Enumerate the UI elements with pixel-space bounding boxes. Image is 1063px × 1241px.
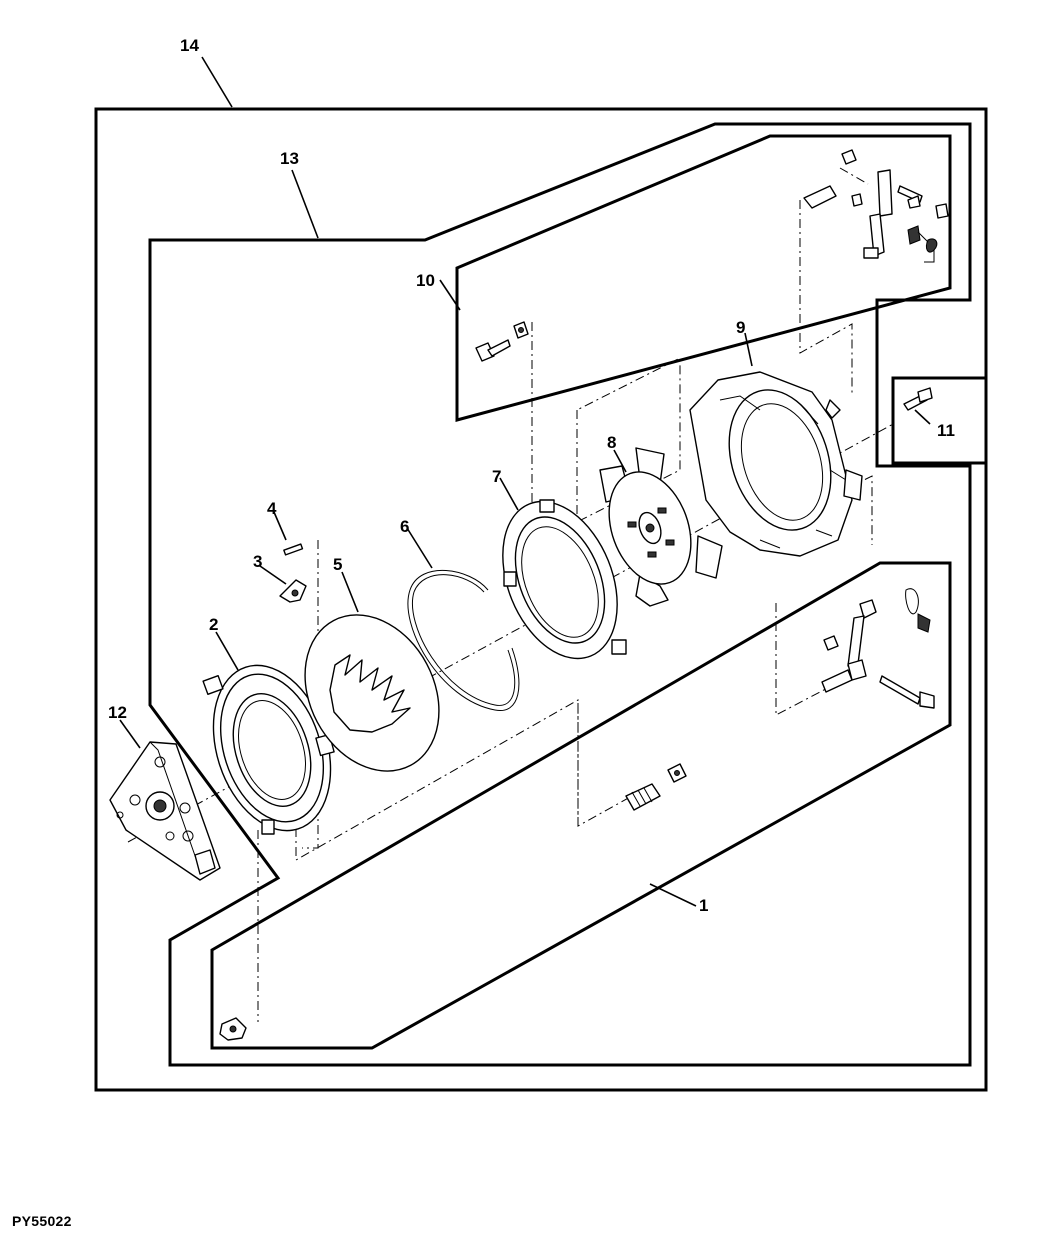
- part-2-brake-ring: [202, 664, 335, 835]
- callout-11: 11: [937, 421, 955, 440]
- part-11-bolt: [903, 387, 933, 411]
- callout-14: 14: [180, 36, 199, 55]
- group-1-bottom-nut: [219, 1017, 247, 1041]
- callout-7: 7: [492, 467, 501, 486]
- callout-9: 9: [736, 318, 745, 337]
- group-boundary-13: [148, 122, 972, 1067]
- leader-lines: [119, 56, 931, 907]
- group-10-linkage: [803, 149, 949, 263]
- group-1-spring-nut: [625, 763, 687, 811]
- callout-2: 2: [209, 615, 218, 634]
- callout-10: 10: [416, 271, 435, 290]
- part-4-pin: [283, 543, 304, 556]
- group-10-fasteners: [475, 321, 529, 362]
- callout-3: 3: [253, 552, 262, 571]
- callout-4: 4: [267, 499, 277, 518]
- group-1-linkage: [821, 588, 935, 709]
- callout-13: 13: [280, 149, 299, 168]
- part-12-mounting-plate: [109, 741, 221, 881]
- part-3-bracket: [279, 579, 307, 603]
- part-9-clutch-housing: [689, 371, 863, 557]
- part-7-pressure-ring: [502, 499, 627, 660]
- part-6-snap-ring: [407, 569, 520, 711]
- part-8-clutch-disc: [599, 447, 723, 607]
- part-5-toothed-plate: [304, 614, 440, 772]
- group-boundary-1: [210, 561, 952, 1050]
- callout-6: 6: [400, 517, 409, 536]
- kit-boundary-14: [94, 107, 988, 1092]
- callout-12: 12: [108, 703, 127, 722]
- group-boundary-11: [891, 376, 988, 465]
- group-boundary-10: [455, 134, 952, 422]
- callout-5: 5: [333, 555, 342, 574]
- callout-8: 8: [607, 433, 616, 452]
- callout-1: 1: [699, 896, 708, 915]
- figure-id: PY55022: [12, 1213, 72, 1229]
